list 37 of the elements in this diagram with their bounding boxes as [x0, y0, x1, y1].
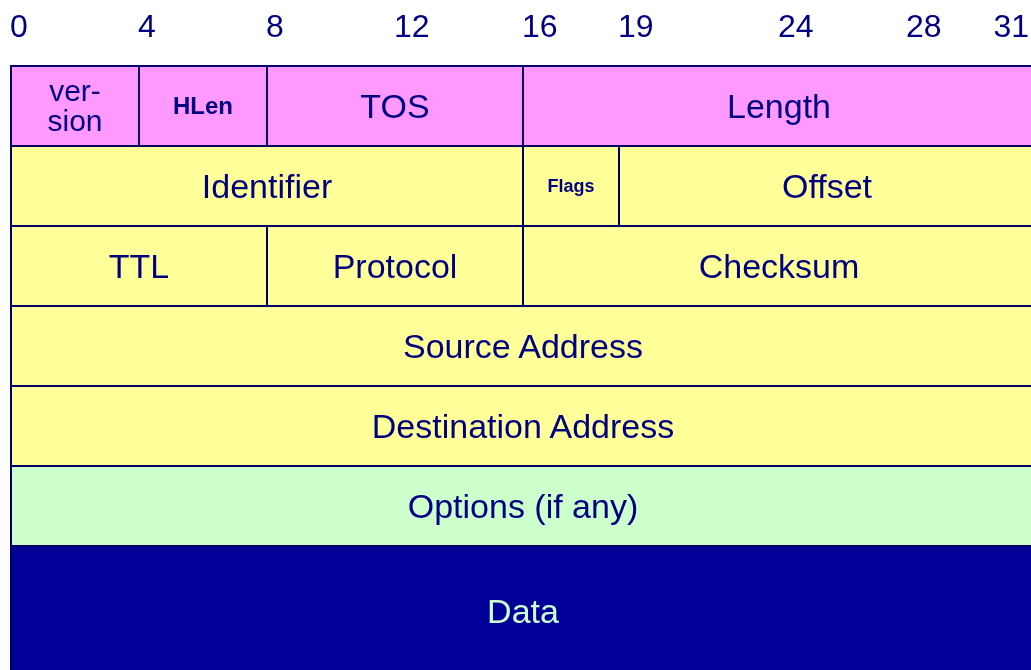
- field-cell: [10, 305, 1031, 387]
- field-cell: [266, 225, 524, 307]
- bit-number: 19: [618, 8, 654, 45]
- data-block: [10, 545, 1031, 670]
- field-label: HLen: [173, 94, 233, 118]
- field-cell: [10, 385, 1031, 467]
- field-cell: [138, 65, 268, 147]
- field-cell: [10, 225, 268, 307]
- bit-number: 8: [266, 8, 284, 45]
- field-cell: [522, 225, 1031, 307]
- bit-number: 24: [778, 8, 814, 45]
- field-label: Identifier: [201, 169, 333, 203]
- bit-number: 12: [394, 8, 430, 45]
- field-cell: [522, 65, 1031, 147]
- bit-number: 16: [522, 8, 558, 45]
- field-cell: [10, 65, 140, 147]
- field-label: Offset: [781, 169, 873, 203]
- field-label: Data: [487, 594, 559, 628]
- bit-number: 31: [993, 8, 1029, 45]
- field-label: Length: [727, 89, 831, 123]
- field-label: TOS: [360, 89, 430, 123]
- field-cell: [10, 465, 1031, 547]
- field-label: Source Address: [403, 329, 643, 363]
- field-label: ver-sion: [46, 76, 104, 136]
- field-label: Protocol: [332, 249, 458, 283]
- field-label: Destination Address: [371, 409, 675, 443]
- field-label: TTL: [108, 249, 170, 283]
- field-label: Checksum: [698, 249, 860, 283]
- bit-number: 28: [906, 8, 942, 45]
- field-cell: [266, 65, 524, 147]
- field-cell: [618, 145, 1031, 227]
- field-label: Options (if any): [407, 489, 639, 523]
- field-label: Flags: [547, 177, 595, 195]
- field-cell: [10, 145, 524, 227]
- bit-number: 0: [10, 8, 28, 45]
- field-cell: [522, 145, 620, 227]
- bit-number: 4: [138, 8, 156, 45]
